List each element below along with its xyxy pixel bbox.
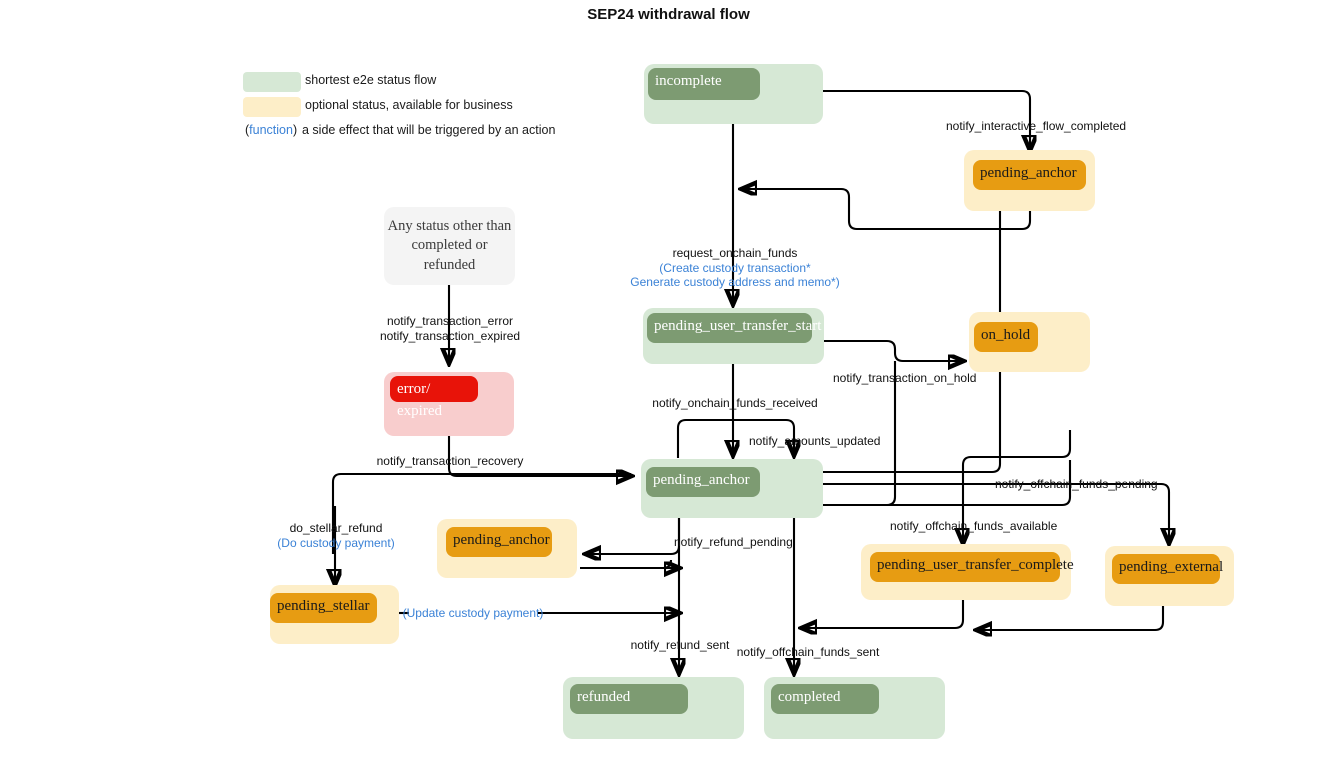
node-pending-anchor-top[interactable]: pending_anchor: [964, 150, 1095, 211]
edge-pending-anchor-center-to-pending-external: [823, 482, 1169, 543]
edge-offchain-available-link: [961, 430, 1072, 466]
node-refunded[interactable]: refunded: [563, 677, 744, 739]
node-pending-anchor-refund-label: pending_anchor: [446, 527, 552, 557]
edge-label-notify-transaction-on-hold: notify_transaction_on_hold: [833, 371, 977, 385]
node-incomplete[interactable]: incomplete: [644, 64, 823, 124]
edge-label-notify-transaction-recovery: notify_transaction_recovery: [376, 454, 524, 468]
edge-label-notify-transaction-error: notify_transaction_error: [386, 314, 514, 328]
node-on-hold-label: on_hold: [974, 322, 1038, 352]
legend: shortest e2e status flow optional status…: [243, 70, 583, 145]
legend-label-orange: optional status, available for business: [305, 98, 513, 112]
node-pending-user-transfer-start[interactable]: pending_user_transfer_start: [643, 308, 824, 364]
edge-label-request-onchain-funds: request_onchain_funds (Create custody tr…: [630, 246, 839, 290]
node-pending-user-transfer-complete-label: pending_user_transfer_complete: [870, 552, 1074, 582]
node-pending-anchor-center-label: pending_anchor: [646, 467, 760, 497]
node-completed-label: completed: [771, 684, 879, 714]
edge-label-do-custody-payment: (Do custody payment): [277, 535, 395, 550]
node-on-hold[interactable]: on_hold: [969, 312, 1090, 372]
node-error-expired[interactable]: error/ expired: [384, 372, 514, 436]
edge-pending-external-to-completed-trunk: [977, 605, 1165, 630]
node-pending-anchor-center[interactable]: pending_anchor: [641, 459, 823, 518]
edge-label-notify-offchain-funds-sent: notify_offchain_funds_sent: [736, 645, 880, 659]
legend-row-function: (function) a side effect that will be tr…: [243, 120, 583, 145]
edge-label-do-stellar-refund: do_stellar_refund (Do custody payment): [277, 521, 394, 550]
node-refunded-label: refunded: [570, 684, 688, 714]
node-pending-stellar[interactable]: pending_stellar: [270, 585, 399, 644]
edge-label-notify-amounts-updated: notify_amounts_updated: [749, 434, 881, 448]
node-error-expired-label: error/: [390, 376, 478, 402]
node-incomplete-label: incomplete: [648, 68, 760, 100]
legend-function-token: (function): [245, 123, 297, 137]
legend-row-orange: optional status, available for business: [243, 95, 583, 120]
node-pending-user-transfer-complete[interactable]: pending_user_transfer_complete: [861, 544, 1074, 600]
node-any-status-label: Any status other than completed or refun…: [387, 217, 512, 273]
legend-paren-open: (: [245, 123, 250, 137]
legend-swatch-green: [243, 72, 301, 92]
node-completed[interactable]: completed: [764, 677, 945, 739]
edge-label-request-onchain-funds-line1: request_onchain_funds: [672, 246, 798, 260]
edge-putstart-to-on-hold: [823, 339, 963, 361]
edge-refund-node-out: [586, 559, 673, 570]
edge-label-notify-transaction-error-expired: notify_transaction_error notify_transact…: [380, 314, 520, 343]
edge-label-notify-interactive-flow-completed: notify_interactive_flow_completed: [946, 119, 1127, 133]
node-error-expired-label2: expired: [397, 403, 442, 419]
edge-label-notify-transaction-expired: notify_transaction_expired: [379, 328, 521, 343]
legend-function-keyword: function: [249, 123, 293, 137]
legend-label-function: a side effect that will be triggered by …: [302, 123, 556, 137]
legend-row-green: shortest e2e status flow: [243, 70, 583, 95]
edge-label-notify-offchain-funds-pending: notify_offchain_funds_pending: [995, 477, 1158, 491]
edge-label-update-custody-payment: (Update custody payment): [402, 606, 544, 620]
edge-label-notify-offchain-funds-available: notify_offchain_funds_available: [890, 519, 1058, 533]
edge-label-notify-refund-pending: notify_refund_pending: [674, 535, 793, 549]
edge-label-create-custody-transaction: (Create custody transaction*: [659, 260, 811, 275]
edge-label-generate-custody-address: Generate custody address and memo*): [630, 275, 840, 290]
node-pending-external[interactable]: pending_external: [1105, 546, 1234, 606]
edge-label-notify-refund-sent: notify_refund_sent: [630, 638, 730, 652]
legend-paren-close: ): [292, 123, 298, 137]
node-pending-user-transfer-start-label: pending_user_transfer_start: [647, 313, 821, 343]
legend-swatch-orange: [243, 97, 301, 117]
node-pending-anchor-refund[interactable]: pending_anchor: [437, 519, 577, 578]
node-pending-anchor-top-label: pending_anchor: [973, 160, 1086, 190]
edge-pending-anchor-center-to-refund-node: [586, 518, 681, 554]
node-any-status[interactable]: Any status other than completed or refun…: [384, 207, 515, 285]
legend-label-green: shortest e2e status flow: [305, 73, 437, 87]
edge-label-do-stellar-refund-line1: do_stellar_refund: [289, 521, 383, 535]
edge-label-notify-onchain-funds-received: notify_onchain_funds_received: [652, 396, 818, 410]
node-pending-external-label: pending_external: [1112, 554, 1223, 584]
node-pending-stellar-label: pending_stellar: [270, 593, 377, 623]
edge-putcomplete-to-completed-trunk: [802, 600, 965, 628]
page-title: SEP24 withdrawal flow: [587, 6, 750, 23]
